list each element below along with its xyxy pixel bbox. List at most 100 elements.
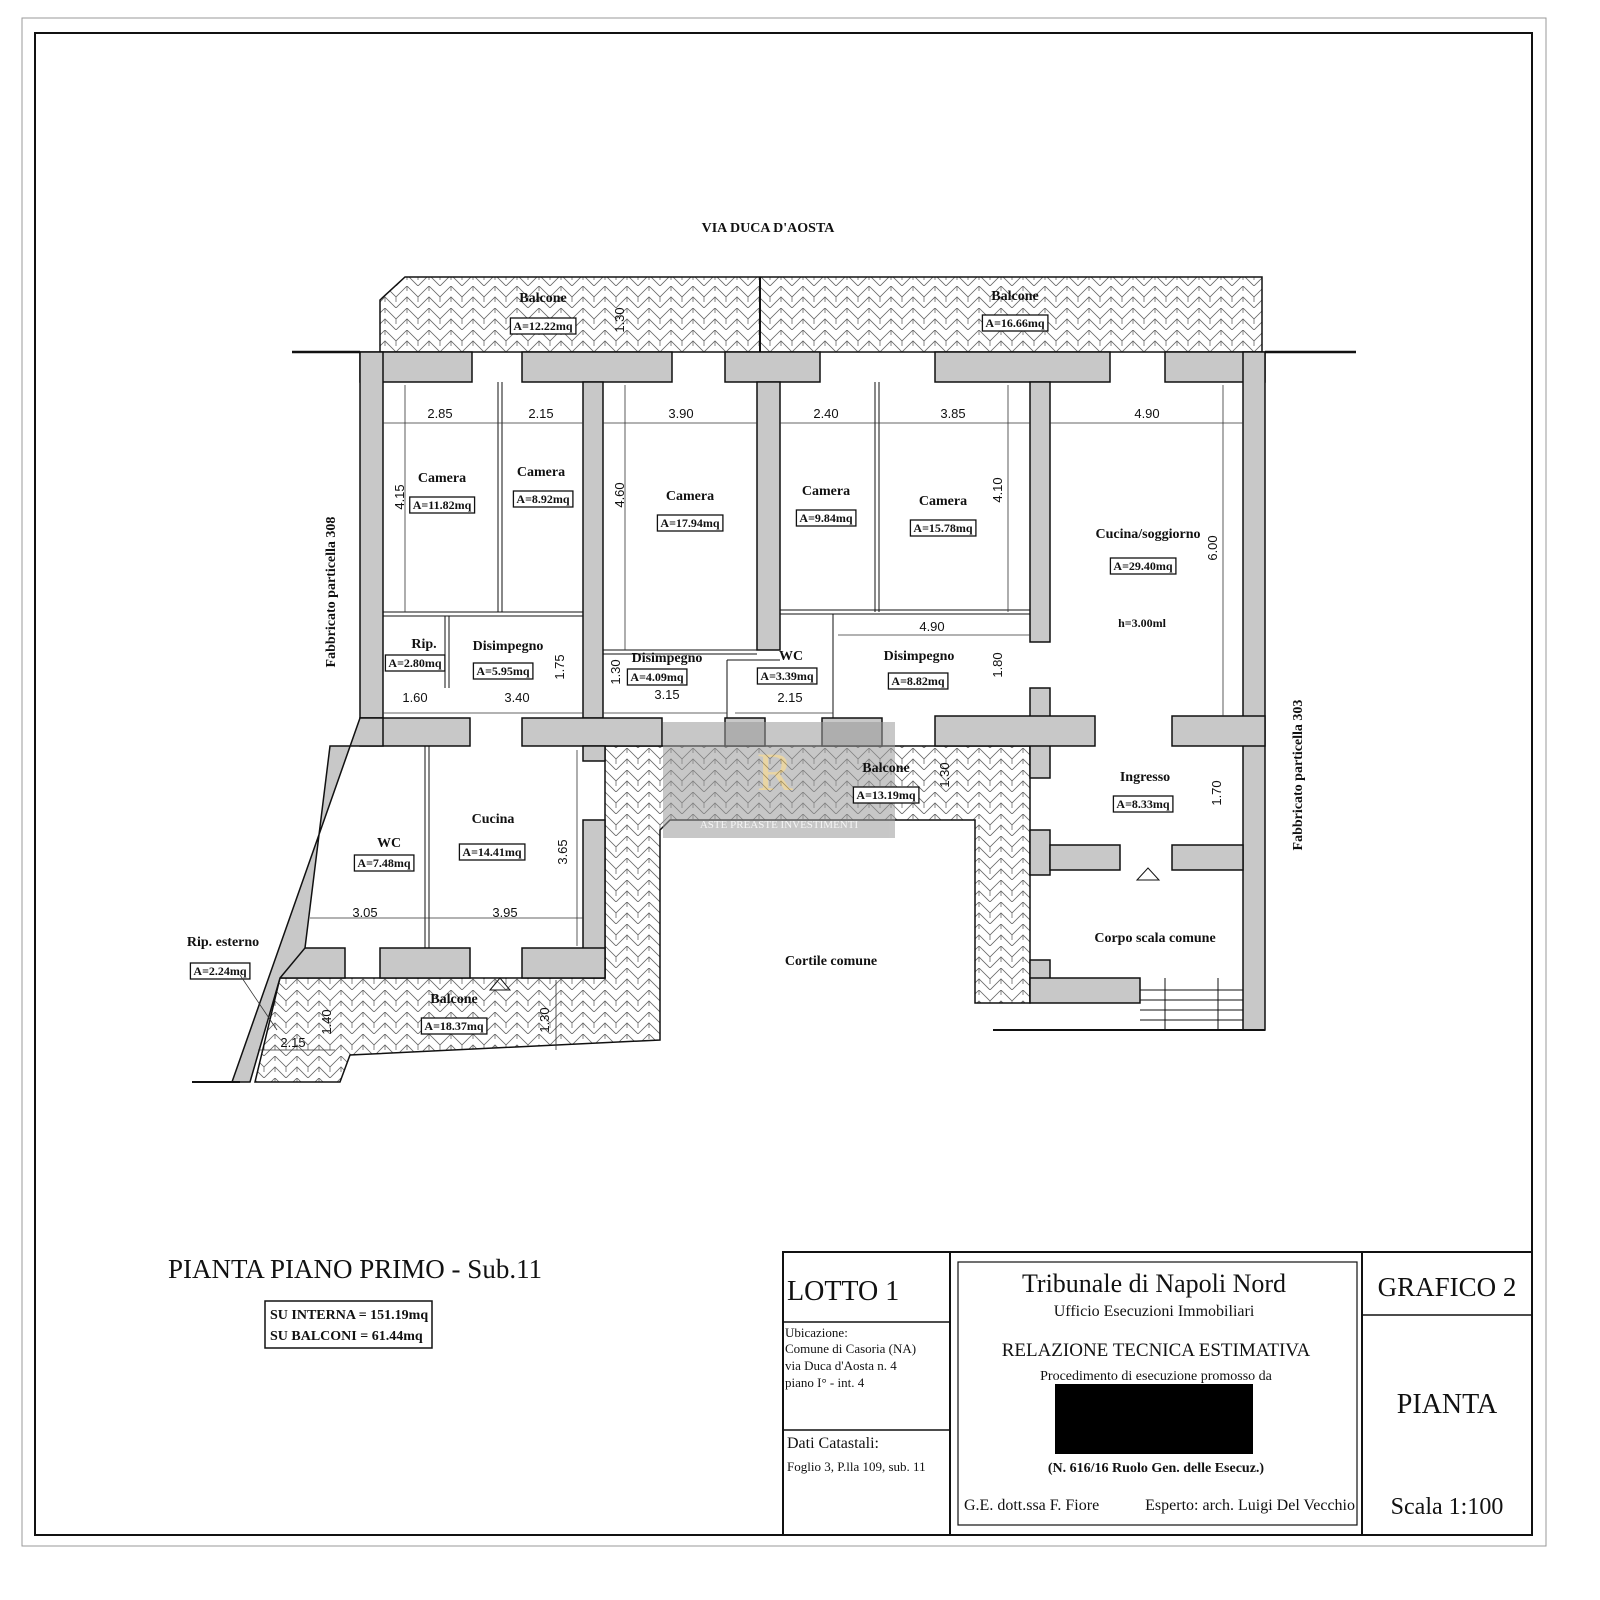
room-name: Camera xyxy=(919,494,967,509)
ubicazione-label: Ubicazione: xyxy=(785,1325,848,1340)
dimension-value: 3.90 xyxy=(668,406,693,421)
area-label-box xyxy=(189,962,251,980)
area-label-box xyxy=(981,314,1049,332)
area-label-box xyxy=(353,854,415,872)
lotto-label: LOTTO 1 xyxy=(787,1276,899,1307)
drawing-type: PIANTA xyxy=(1397,1389,1498,1420)
entrance-arrow-icon xyxy=(488,977,512,991)
area-label-box xyxy=(512,490,574,508)
room-labels: Camera A=11.82mq Camera A=8.92mq Camera … xyxy=(187,289,1306,1035)
dimension-value: 1.40 xyxy=(319,1009,334,1034)
dimension-value: 1.75 xyxy=(552,654,567,679)
neighbor-left-label: Fabbricato particella 308 xyxy=(324,517,339,668)
room-area: A=14.41mq xyxy=(462,845,522,859)
dimension-value: 2.15 xyxy=(777,690,802,705)
title-block: LOTTO 1 Ubicazione: Comune di Casoria (N… xyxy=(782,1251,1533,1536)
room-name: Camera xyxy=(418,471,466,486)
dimension-values: 2.85 2.15 3.90 2.40 3.85 4.90 4.90 1.60 … xyxy=(280,307,1224,1050)
dimension-value: 2.40 xyxy=(813,406,838,421)
room-name: Disimpegno xyxy=(473,639,544,654)
catasto-value: Foglio 3, P.lla 109, sub. 11 xyxy=(787,1459,926,1474)
room-name: Disimpegno xyxy=(632,651,703,666)
svg-text:R: R xyxy=(757,742,793,802)
room-name: Balcone xyxy=(991,289,1038,304)
room-name: Camera xyxy=(517,465,565,480)
area-label-box xyxy=(656,514,724,532)
dimension-value: 4.90 xyxy=(1134,406,1159,421)
room-area: A=18.37mq xyxy=(424,1019,484,1033)
area-label-box xyxy=(887,672,949,690)
room-name: Rip. xyxy=(411,637,436,652)
area-label-box xyxy=(1112,795,1174,813)
dimension-value: 1.30 xyxy=(608,659,623,684)
room-area: A=11.82mq xyxy=(413,498,472,512)
street-label: VIA DUCA D'AOSTA xyxy=(702,221,836,236)
summary-interna: SU INTERNA = 151.19mq xyxy=(270,1308,428,1323)
summary-balconi: SU BALCONI = 61.44mq xyxy=(270,1329,423,1344)
area-label-box xyxy=(1109,557,1177,575)
dimension-lines xyxy=(258,385,1243,1051)
stairs xyxy=(1140,978,1243,1030)
room-area: A=8.92mq xyxy=(516,492,570,506)
neighbor-right-label: Fabbricato particella 303 xyxy=(1291,700,1306,851)
area-label-box xyxy=(458,843,526,861)
dimension-value: 2.15 xyxy=(528,406,553,421)
area-label-box xyxy=(384,654,446,672)
dimension-value: 4.15 xyxy=(392,484,407,509)
room-name: WC xyxy=(377,836,401,851)
room-area: A=29.40mq xyxy=(1113,559,1173,573)
judge-name: G.E. dott.ssa F. Fiore xyxy=(964,1497,1099,1514)
room-area: A=13.19mq xyxy=(856,788,916,802)
room-area: A=12.22mq xyxy=(513,319,573,333)
room-name: Camera xyxy=(802,484,850,499)
room-name: Corpo scala comune xyxy=(1094,931,1215,946)
dimension-value: 3.15 xyxy=(654,687,679,702)
room-area: A=8.33mq xyxy=(1116,797,1170,811)
area-label-box xyxy=(472,662,534,680)
room-area: A=3.39mq xyxy=(760,669,814,683)
case-number: (N. 616/16 Ruolo Gen. delle Esecuz.) xyxy=(1048,1461,1265,1476)
plan-title: PIANTA PIANO PRIMO - Sub.11 xyxy=(168,1254,542,1284)
dimension-value: 1.30 xyxy=(937,762,952,787)
room-name: Balcone xyxy=(862,761,909,776)
dimension-value: 4.90 xyxy=(919,619,944,634)
dimension-value: 4.60 xyxy=(612,482,627,507)
area-label-box xyxy=(509,317,577,335)
room-name: Ingresso xyxy=(1120,770,1170,785)
area-label-box xyxy=(626,668,688,686)
entrance-arrow-icon xyxy=(1135,867,1161,881)
dimension-value: 1.60 xyxy=(402,690,427,705)
sheet-outer-frame xyxy=(21,17,1547,1547)
room-name: Balcone xyxy=(430,992,477,1007)
dimension-value: 3.65 xyxy=(555,839,570,864)
room-area: A=9.84mq xyxy=(799,511,853,525)
catasto-label: Dati Catastali: xyxy=(787,1435,879,1452)
expert-name: Esperto: arch. Luigi Del Vecchio xyxy=(1145,1497,1355,1514)
courtyard-label: Cortile comune xyxy=(785,954,877,969)
watermark-text: ASTE PREASTE INVESTIMENTI xyxy=(700,819,859,831)
dimension-value: 2.15 xyxy=(280,1035,305,1050)
ceiling-height: h=3.00ml xyxy=(1118,616,1167,630)
room-area: A=15.78mq xyxy=(913,521,973,535)
room-area: A=17.94mq xyxy=(660,516,720,530)
court-name: Tribunale di Napoli Nord xyxy=(1022,1269,1286,1298)
room-area: A=5.95mq xyxy=(476,664,530,678)
top-balcony xyxy=(379,276,1263,353)
area-label-box xyxy=(420,1017,488,1035)
summary-box xyxy=(264,1300,433,1349)
dimension-value: 1.30 xyxy=(537,1007,552,1032)
room-name: Cucina/soggiorno xyxy=(1095,527,1200,542)
walls xyxy=(230,351,1266,1083)
dimension-value: 3.05 xyxy=(352,905,377,920)
area-label-box xyxy=(852,786,920,804)
room-name: Rip. esterno xyxy=(187,935,259,950)
graphic-number: GRAFICO 2 xyxy=(1378,1272,1517,1302)
drawing-scale: Scala 1:100 xyxy=(1391,1494,1504,1520)
room-name: Cucina xyxy=(472,812,515,827)
dimension-value: 3.40 xyxy=(504,690,529,705)
watermark-logo: R ASTE PREASTE INVESTIMENTI xyxy=(663,722,895,838)
area-label-box xyxy=(409,496,476,514)
area-label-box xyxy=(795,509,857,527)
ubicazione-line: via Duca d'Aosta n. 4 xyxy=(785,1358,897,1373)
